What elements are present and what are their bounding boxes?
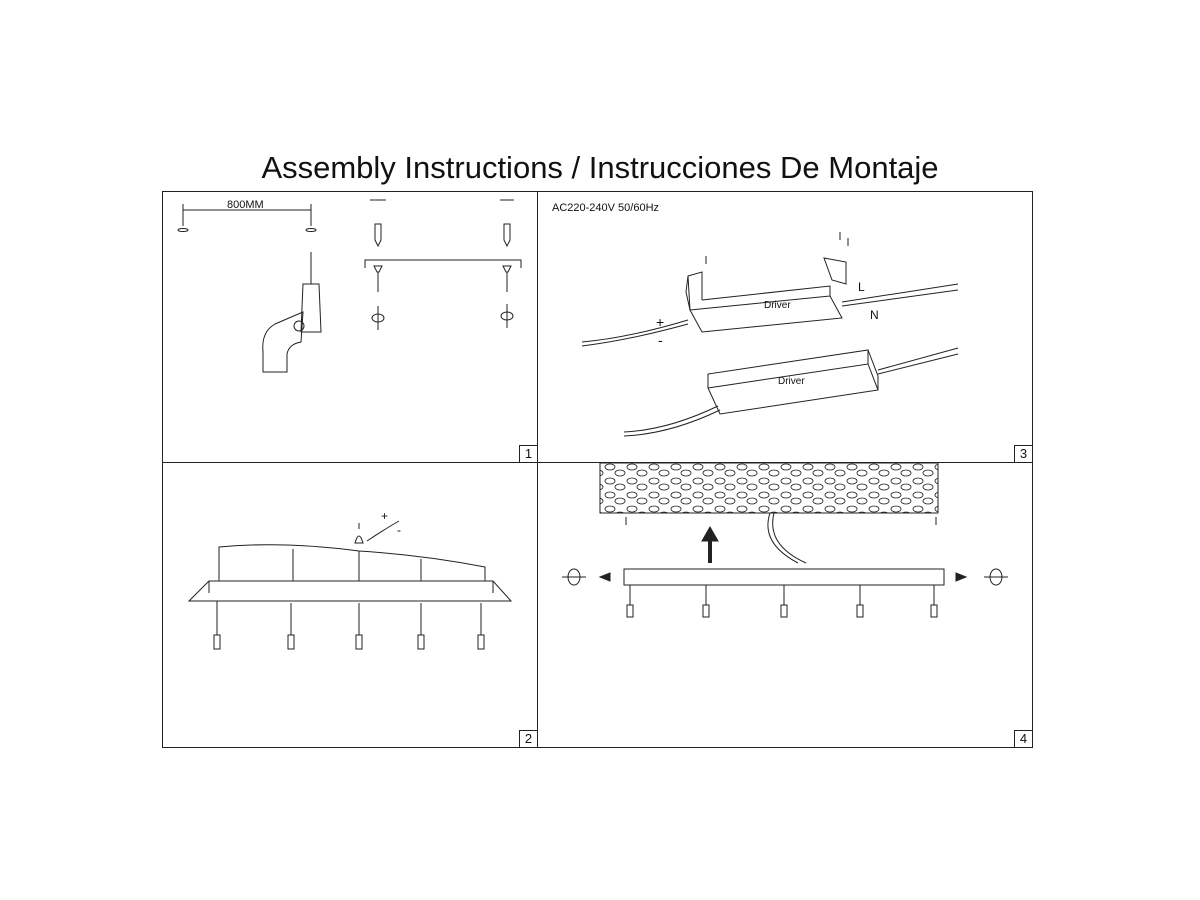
step-number-4: 4 [1014, 730, 1032, 747]
step-3-panel: AC220-240V 50/60Hz [538, 192, 1032, 463]
page-title: Assembly Instructions / Instrucciones De… [261, 150, 939, 185]
step-2-panel: + - 2 [163, 463, 538, 747]
driver-label-upper: Driver [764, 300, 791, 311]
live-label: L [858, 280, 865, 294]
step-4-drawing [562, 462, 1008, 618]
power-spec: AC220-240V 50/60Hz [552, 202, 660, 214]
neutral-label: N [870, 308, 879, 322]
dimension-label: 800MM [227, 199, 264, 211]
polarity-plus: + [381, 509, 389, 523]
polarity-minus: - [397, 523, 401, 537]
step-4-panel: 4 [538, 462, 1032, 747]
step-1-panel: 800MM 1 [163, 192, 538, 463]
minus-sign: - [658, 332, 663, 348]
step-1-drawing [177, 199, 522, 373]
driver-label-lower: Driver [778, 376, 805, 387]
mounting-plate [623, 568, 945, 586]
canopy-plate [187, 580, 513, 602]
plus-sign: + [656, 314, 665, 330]
step-number-2: 2 [519, 730, 537, 747]
driver-box-upper [689, 295, 843, 333]
step-number-3: 3 [1014, 445, 1032, 462]
step-3-drawing [581, 232, 959, 437]
step-number-1: 1 [519, 445, 537, 462]
step-2-drawing [187, 520, 513, 650]
instructions-frame: 800MM 1 AC220-240V 50/60Hz [162, 191, 1033, 748]
driver-box-lower [707, 363, 879, 415]
decorative-shade [599, 462, 939, 514]
